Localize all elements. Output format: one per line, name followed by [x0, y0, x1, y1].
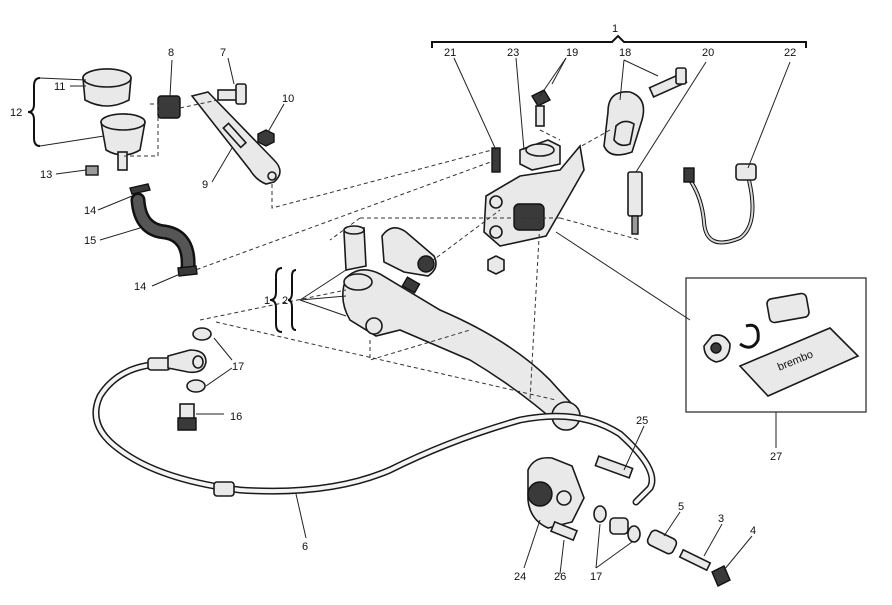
reservoir-screw	[85, 165, 99, 176]
banjo-fitting-lower	[609, 517, 629, 535]
callout-18: 18	[619, 47, 631, 59]
cylinder-nut	[487, 255, 505, 275]
clutch-lever	[342, 269, 581, 431]
hose-clip-lower	[177, 265, 198, 277]
callout-8: 8	[168, 47, 174, 59]
reservoir-body	[100, 113, 146, 171]
slave-bolt-25	[594, 455, 634, 479]
callout-9: 9	[202, 179, 208, 191]
reservoir-cap	[82, 68, 132, 107]
callout-1-left: 1	[264, 295, 270, 307]
washers-17-upper	[186, 327, 212, 393]
banjo-bolt-16	[177, 403, 197, 431]
kit-box: brembo	[685, 277, 867, 413]
callout-5: 5	[678, 501, 684, 513]
callout-1-top: 1	[612, 23, 618, 35]
assembly-dashed-lines	[124, 99, 641, 401]
callout-2: 2	[282, 295, 288, 307]
callout-14-b: 14	[134, 281, 146, 293]
banjo-bolt-19	[531, 89, 551, 127]
callout-10: 10	[282, 93, 294, 105]
banjo-fitting-upper	[167, 349, 207, 374]
handlebar-clamp	[603, 91, 645, 156]
callout-3: 3	[718, 513, 724, 525]
callout-22: 22	[784, 47, 796, 59]
reservoir-bracket	[190, 91, 281, 185]
clamp-screws	[648, 67, 688, 98]
callout-12: 12	[10, 107, 22, 119]
callout-17-b: 17	[590, 571, 602, 583]
hose-clip-upper	[129, 183, 151, 195]
lever-bushing	[343, 225, 367, 271]
callout-17-a: 17	[232, 361, 244, 373]
callout-25: 25	[636, 415, 648, 427]
slave-cylinder	[527, 456, 585, 529]
callout-11: 11	[54, 81, 65, 93]
bleed-fitting-5	[646, 529, 678, 555]
slave-bolt-26	[549, 520, 579, 542]
callout-26: 26	[554, 571, 566, 583]
brace-12	[27, 77, 105, 147]
callout-14-a: 14	[84, 205, 96, 217]
callout-19: 19	[566, 47, 578, 59]
callout-7: 7	[220, 47, 226, 59]
callout-27: 27	[770, 451, 782, 463]
brace-1-2	[269, 267, 297, 333]
callout-21: 21	[444, 47, 456, 59]
rubber-grommet	[157, 95, 181, 119]
master-cylinder-body	[483, 139, 585, 247]
callout-4: 4	[750, 525, 756, 537]
callout-24: 24	[514, 571, 526, 583]
callout-labels: 1 21 23 19 18 20 22 11 12 13 14 15 14 8 …	[10, 23, 796, 583]
callout-13: 13	[40, 169, 52, 181]
bleed-cap-4	[711, 565, 731, 587]
leader-lines	[55, 57, 791, 575]
pivot-pin	[627, 171, 643, 235]
callout-16: 16	[230, 411, 242, 423]
bleed-screw-3	[678, 548, 712, 572]
callout-6: 6	[302, 541, 308, 553]
callout-15: 15	[84, 235, 96, 247]
assembly-1-brace	[431, 34, 807, 48]
nut-10	[257, 129, 275, 147]
washers-17-lower	[593, 505, 641, 543]
clutch-switch	[683, 163, 757, 245]
clutch-hose	[92, 357, 656, 506]
bracket-screw-7	[217, 83, 247, 105]
callout-23: 23	[507, 47, 519, 59]
callout-20: 20	[702, 47, 714, 59]
reservoir-hose	[130, 192, 196, 276]
